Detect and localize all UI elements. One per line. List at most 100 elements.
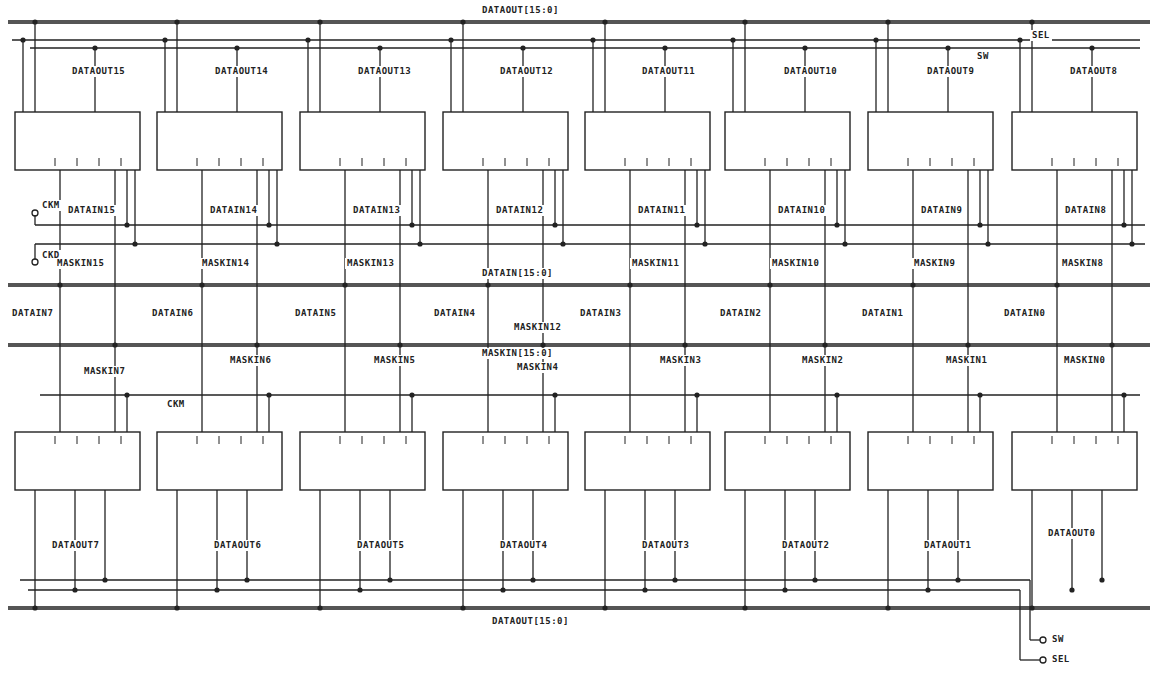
wire [30, 47, 1140, 48]
pin-mark [647, 436, 648, 444]
cell-block [157, 112, 282, 170]
wire [769, 285, 770, 432]
junction-dot [885, 19, 890, 24]
wire [256, 170, 257, 345]
wire [604, 490, 605, 608]
pin-mark [527, 436, 528, 444]
wire [824, 170, 825, 345]
wire [744, 22, 745, 112]
wire [411, 170, 412, 225]
signal-name: SW [975, 51, 991, 62]
wire [987, 170, 988, 244]
junction-dot [357, 587, 362, 592]
wire [34, 244, 35, 259]
pin-mark [263, 158, 264, 166]
pin-mark [1096, 158, 1097, 166]
pin-mark [765, 158, 766, 166]
pin-mark [406, 436, 407, 444]
junction-dot [1069, 587, 1074, 592]
signal-name: DATAOUT9 [925, 66, 976, 77]
junction-dot [460, 605, 465, 610]
cell-block [300, 432, 425, 490]
wire [684, 170, 685, 345]
junction-dot [274, 241, 279, 246]
pin-mark [483, 158, 484, 166]
wire [836, 395, 837, 432]
junction-dot [812, 577, 817, 582]
junction-dot [92, 45, 97, 50]
cell-block [443, 112, 568, 170]
junction-dot [124, 392, 129, 397]
wire [1056, 170, 1057, 285]
wire [344, 285, 345, 432]
pin-mark [384, 436, 385, 444]
junction-dot [1121, 392, 1126, 397]
wire [104, 490, 105, 580]
junction-dot [560, 241, 565, 246]
wire [967, 170, 968, 345]
signal-name: SW [1050, 634, 1066, 645]
wire [462, 22, 463, 112]
pin-mark [549, 436, 550, 444]
pin-mark [974, 436, 975, 444]
wire [604, 22, 605, 112]
wire [236, 48, 237, 112]
pin-mark [121, 158, 122, 166]
pin-mark [908, 436, 909, 444]
junction-dot [1089, 45, 1094, 50]
junction-dot [417, 241, 422, 246]
junction-dot [782, 587, 787, 592]
wire [20, 579, 1030, 580]
signal-name: DATAIN15 [66, 205, 117, 216]
wire [379, 48, 380, 112]
wire [1031, 490, 1032, 608]
junction-dot [460, 19, 465, 24]
pin-mark [406, 158, 407, 166]
junction-dot [1029, 605, 1034, 610]
signal-name: MASKIN12 [512, 322, 563, 333]
signal-name: MASKIN9 [912, 258, 957, 269]
junction-dot [955, 577, 960, 582]
signal-name: DATAIN8 [1063, 205, 1108, 216]
wire [696, 395, 697, 432]
cell-block [15, 432, 140, 490]
cell-block [585, 432, 710, 490]
junction-dot [662, 45, 667, 50]
junction-dot [730, 37, 735, 42]
wire [912, 285, 913, 432]
wire [22, 40, 23, 112]
signal-name: MASKIN11 [630, 258, 681, 269]
signal-name: DATAOUT13 [356, 66, 413, 77]
wire [1111, 170, 1112, 345]
wire [1123, 170, 1124, 225]
signal-name: DATAIN5 [293, 308, 338, 319]
cell-block [585, 112, 710, 170]
junction-dot [642, 587, 647, 592]
signal-name: MASKIN14 [200, 258, 251, 269]
pin-mark [55, 436, 56, 444]
signal-name: DATAOUT2 [780, 540, 831, 551]
junction-dot [552, 222, 557, 227]
wire [419, 170, 420, 244]
terminal [1040, 637, 1046, 643]
pin-mark [831, 158, 832, 166]
terminal [32, 210, 38, 216]
signal-name: MASKIN15 [55, 258, 106, 269]
wire [268, 395, 269, 432]
pin-mark [77, 158, 78, 166]
signal-name: MASKIN2 [800, 355, 845, 366]
junction-dot [409, 222, 414, 227]
junction-dot [102, 577, 107, 582]
wire [704, 170, 705, 244]
signal-name: DATAIN0 [1002, 308, 1047, 319]
junction-dot [32, 19, 37, 24]
junction-dot [834, 392, 839, 397]
signal-name: DATAIN12 [494, 205, 545, 216]
junction-dot [234, 45, 239, 50]
wire [319, 22, 320, 112]
junction-dot [802, 45, 807, 50]
pin-mark [809, 436, 810, 444]
data-bus [8, 283, 1150, 287]
junction-dot [1129, 241, 1134, 246]
wire [307, 40, 308, 112]
